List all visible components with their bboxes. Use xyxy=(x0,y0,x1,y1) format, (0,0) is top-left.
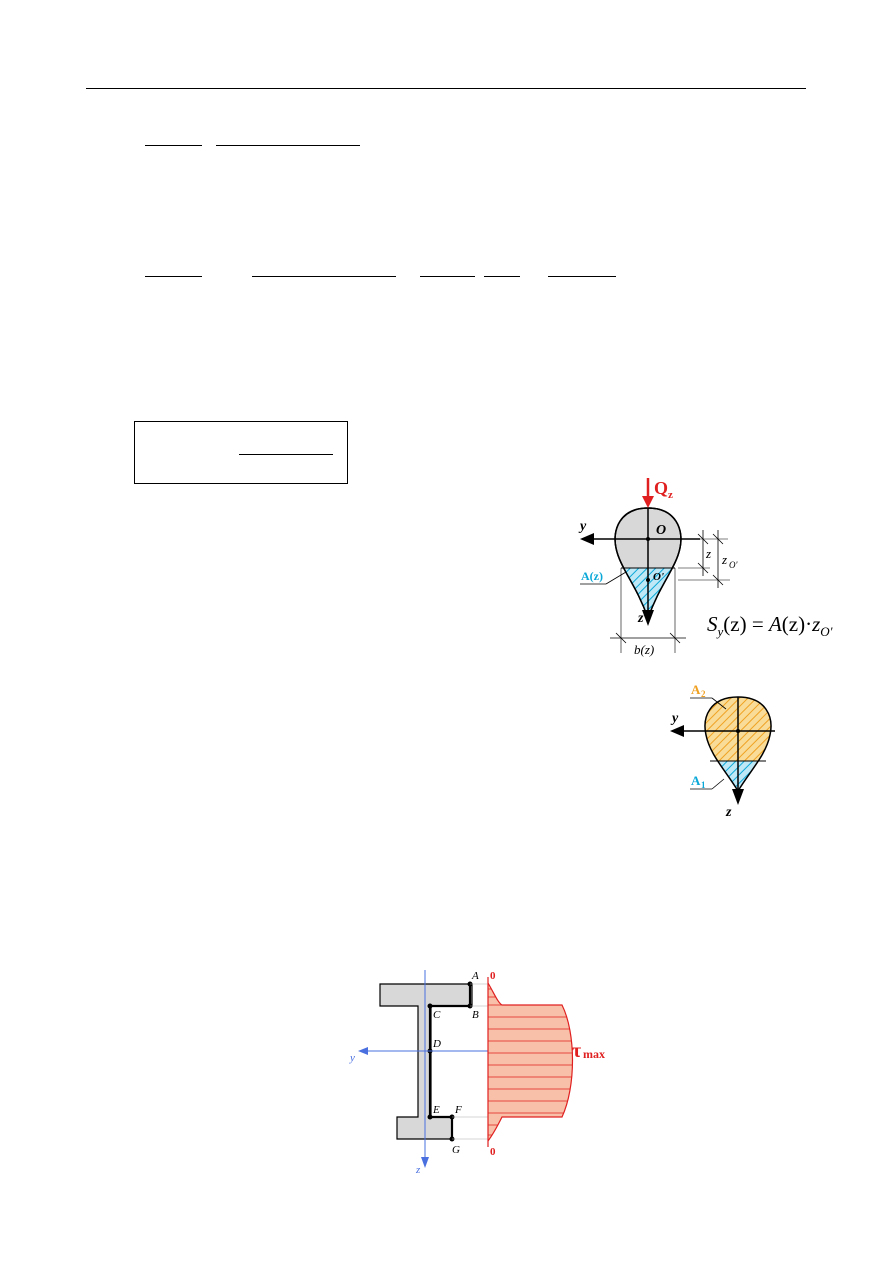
fraction-bar xyxy=(239,454,333,455)
point-e: E xyxy=(432,1104,440,1116)
shear-stress-diagram xyxy=(488,983,573,1141)
force-arrow-icon xyxy=(642,496,654,508)
fraction-bar xyxy=(420,276,475,277)
z-axis-arrow-icon xyxy=(732,789,744,805)
formula-lhs: (z) = xyxy=(723,612,769,636)
formula-zo: z xyxy=(812,612,821,636)
y-axis-label: y xyxy=(670,711,679,726)
figure-area-split: y z A 2 A 1 xyxy=(670,682,775,820)
tau-max-label: τ xyxy=(572,1040,581,1062)
static-moment-formula: Sy(z) = A(z)·zO' xyxy=(707,612,832,640)
fraction-bar xyxy=(548,276,616,277)
fraction-bar xyxy=(484,276,520,277)
figure-shear-distribution: A B C D E F G y z 0 0 τ max xyxy=(349,970,605,1176)
dim-z-label: z xyxy=(705,546,711,561)
area-label: A(z) xyxy=(581,569,603,583)
z-axis-arrow-icon xyxy=(421,1157,429,1168)
formula-s: S xyxy=(707,612,718,636)
z-axis-label: z xyxy=(415,1164,421,1176)
dim-zo-sub: O' xyxy=(729,560,738,570)
width-label: b(z) xyxy=(634,642,654,657)
area-a1-sub: 1 xyxy=(701,780,706,790)
z-axis-label: z xyxy=(637,611,644,626)
point-a: A xyxy=(471,970,479,982)
y-axis-arrow-icon xyxy=(580,533,594,545)
fraction-bar xyxy=(145,145,202,146)
dim-zo-label: z xyxy=(721,552,727,567)
y-axis-arrow-icon xyxy=(670,725,684,737)
point-f: F xyxy=(454,1104,462,1116)
formula-rhs: (z)· xyxy=(781,612,813,636)
area-a1-label: A xyxy=(691,773,701,788)
formula-a: A xyxy=(768,612,782,636)
zero-bottom-label: 0 xyxy=(490,1146,496,1158)
force-label: Q xyxy=(654,478,668,498)
fraction-bar xyxy=(145,276,202,277)
centroid-label: O xyxy=(656,523,666,538)
fraction-bar xyxy=(216,145,360,146)
point-b: B xyxy=(472,1009,479,1021)
z-axis-label: z xyxy=(725,805,732,820)
figure-section-area: Q z y z O O' A(z) z z O' b(z) xyxy=(578,478,738,657)
fraction-bar xyxy=(252,276,396,277)
area-a2-sub: 2 xyxy=(701,689,706,699)
point-d: D xyxy=(432,1038,441,1050)
area-a2-label: A xyxy=(691,682,701,697)
formula-s-sub: y xyxy=(717,624,724,640)
point-g: G xyxy=(452,1144,460,1156)
z-axis-arrow-icon xyxy=(642,610,654,626)
header-rule xyxy=(86,88,806,89)
boxed-formula xyxy=(134,421,348,484)
formula-zo-sub: O' xyxy=(820,624,833,640)
tau-max-sub: max xyxy=(583,1047,605,1061)
y-axis-label: y xyxy=(349,1052,355,1064)
y-axis-arrow-icon xyxy=(358,1047,368,1055)
point-c: C xyxy=(433,1009,441,1021)
y-axis-label: y xyxy=(578,519,587,534)
partial-centroid-label: O' xyxy=(653,571,664,583)
zero-top-label: 0 xyxy=(490,970,496,982)
force-label-sub: z xyxy=(668,489,673,501)
